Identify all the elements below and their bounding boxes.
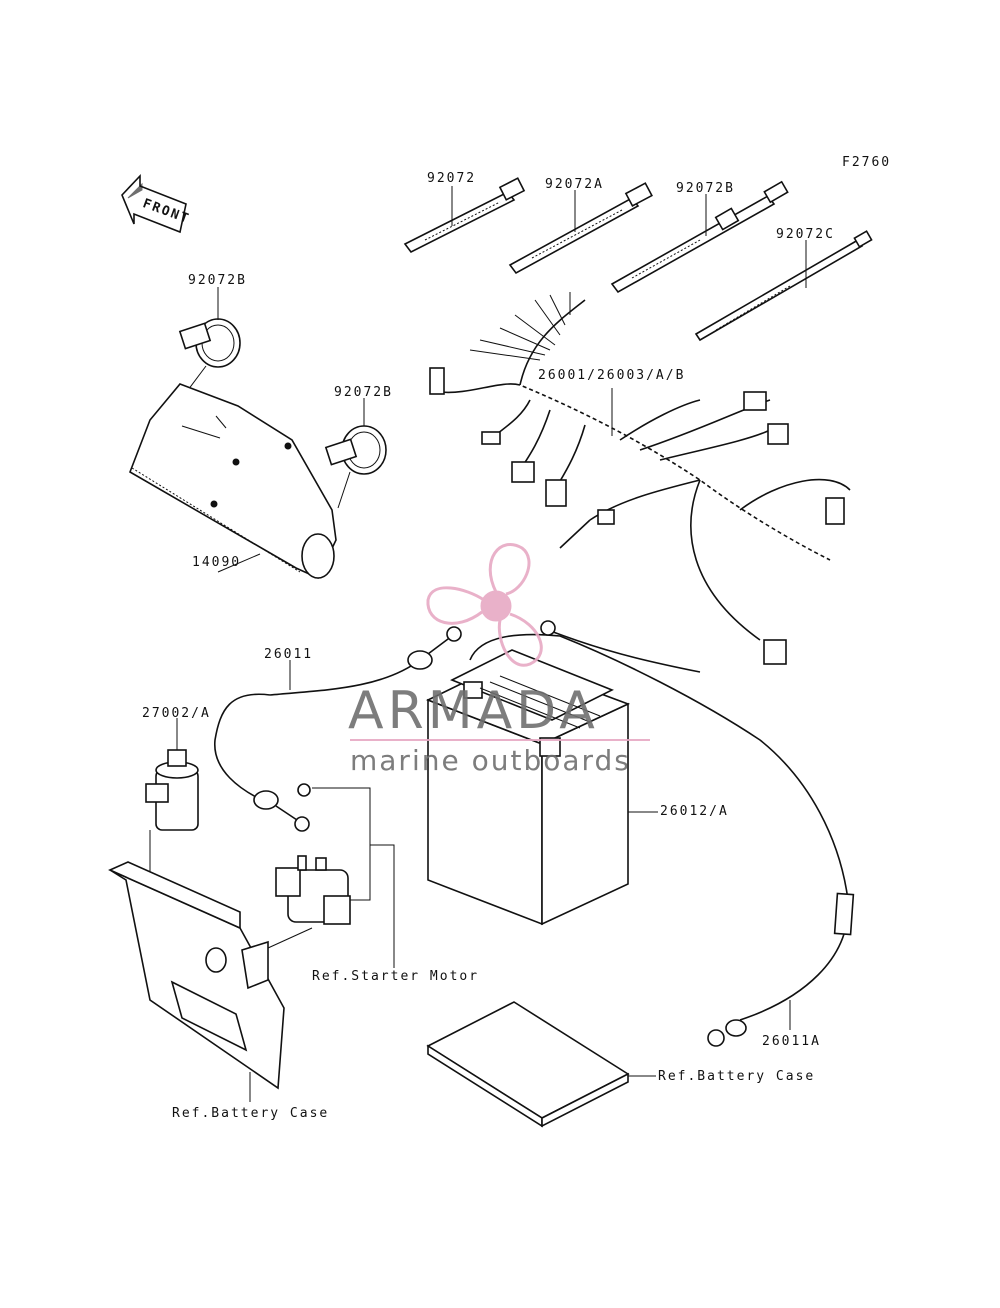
label-26001: 26001/26003/A/B xyxy=(538,368,685,383)
label-26012: 26012/A xyxy=(660,804,729,819)
label-26011: 26011 xyxy=(264,647,313,662)
front-direction-arrow: FRONT xyxy=(121,173,192,234)
watermark: ARMADA marine outboards xyxy=(348,543,650,777)
clamp-92072B-left xyxy=(178,287,241,399)
label-26011A: 26011A xyxy=(762,1034,821,1049)
relay-27002 xyxy=(145,718,199,872)
label-92072: 92072 xyxy=(427,171,476,186)
label-92072C: 92072C xyxy=(776,227,835,242)
ref-starter-motor: Ref.Starter Motor xyxy=(312,969,479,984)
strap-92072C xyxy=(694,230,873,342)
watermark-tagline: marine outboards xyxy=(350,744,631,777)
cover-14090 xyxy=(129,383,337,580)
strap-92072A xyxy=(508,182,653,275)
propeller-logo xyxy=(426,543,543,667)
label-92072B-right: 92072B xyxy=(334,385,393,400)
ref-battery-case-right: Ref.Battery Case xyxy=(658,1069,815,1084)
battery-26012 xyxy=(425,620,701,926)
label-27002: 27002/A xyxy=(142,706,211,721)
ref-battery-case-left: Ref.Battery Case xyxy=(172,1106,329,1121)
cable-26011 xyxy=(214,626,462,832)
label-92072B-left: 92072B xyxy=(188,273,247,288)
strap-92072 xyxy=(403,177,526,254)
figure-code: F2760 xyxy=(842,155,891,170)
starter-relay xyxy=(275,783,395,968)
battery-bracket-left xyxy=(108,861,313,1102)
cable-26011A xyxy=(559,635,855,1047)
label-92072B-top: 92072B xyxy=(676,181,735,196)
strap-92072B-top xyxy=(610,180,789,294)
label-14090: 14090 xyxy=(192,555,241,570)
battery-case-tray xyxy=(426,1001,656,1128)
watermark-brand: ARMADA xyxy=(348,681,599,741)
wiring-harness xyxy=(429,292,851,665)
clamp-92072B-right xyxy=(324,398,387,509)
label-92072A: 92072A xyxy=(545,177,604,192)
